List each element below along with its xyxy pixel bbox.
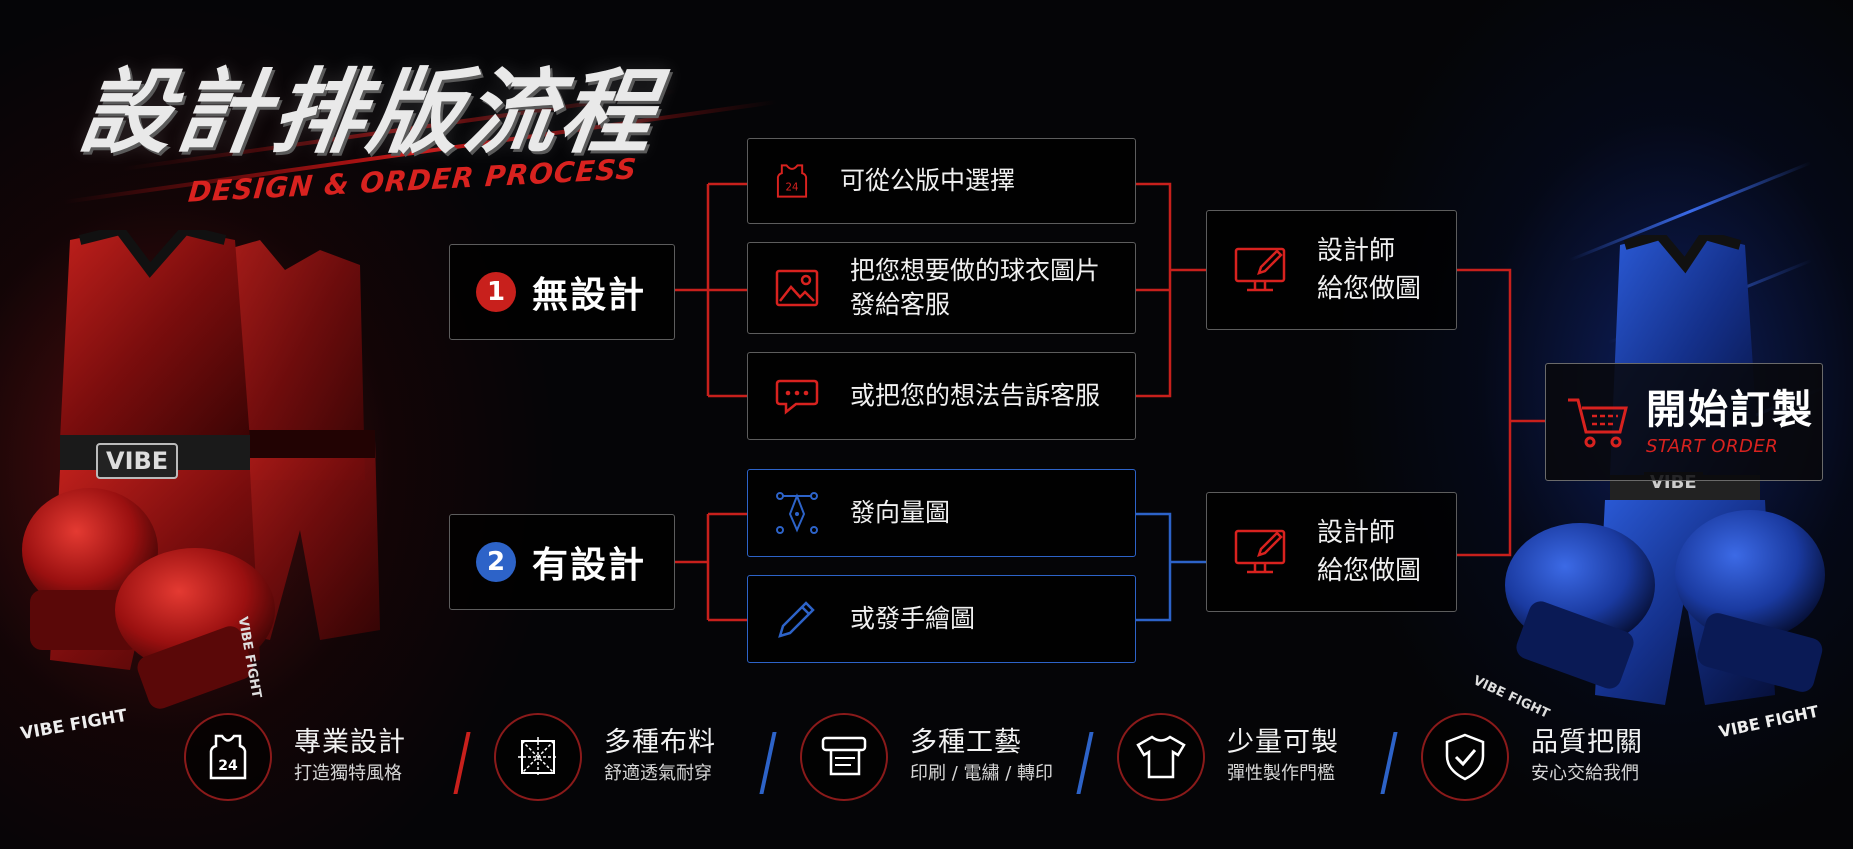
- vector-pen-icon: [776, 492, 818, 534]
- feature-subtitle: 印刷 / 電繡 / 轉印: [910, 763, 1054, 784]
- monitor-pen-icon: [1234, 529, 1286, 574]
- has-design-category: 2 有設計: [449, 514, 675, 610]
- designer-line2: 給您做圖: [1317, 274, 1422, 304]
- tshirt-icon: [1136, 735, 1186, 779]
- jersey-24-icon: 24: [209, 734, 247, 780]
- chat-bubble-icon: [775, 379, 819, 415]
- feature-title: 多種工藝: [910, 727, 1022, 758]
- option-send-sketch[interactable]: 或發手繪圖: [747, 575, 1136, 663]
- feature-icon-circle: 24: [184, 713, 272, 801]
- option-template-text: 可從公版中選擇: [840, 166, 1016, 195]
- start-order-label: 開始訂製: [1646, 386, 1814, 433]
- printing-icon: [821, 736, 867, 776]
- feature-small-batch: 少量可製 彈性製作門檻: [1117, 712, 1339, 802]
- pencil-icon: [778, 601, 815, 638]
- shopping-cart-icon: [1568, 398, 1628, 448]
- jersey-icon-number: 24: [786, 182, 799, 193]
- designer-line1: 設計師: [1317, 518, 1396, 548]
- designer-box-1: 設計師 給您做圖: [1206, 210, 1457, 330]
- option-send-image-line1: 把您想要做的球衣圖片: [850, 256, 1101, 285]
- start-order-sublabel: START ORDER: [1646, 435, 1779, 457]
- feature-crafts: 多種工藝 印刷 / 電繡 / 轉印: [800, 712, 1053, 802]
- step-number-badge: 2: [476, 542, 516, 582]
- option-send-image[interactable]: 把您想要做的球衣圖片 發給客服: [747, 242, 1136, 334]
- step-number-badge: 1: [476, 272, 516, 312]
- jersey-24-icon-number: 24: [218, 758, 238, 774]
- feature-icon-circle: [1117, 713, 1205, 801]
- feature-icon-circle: [800, 713, 888, 801]
- feature-subtitle: 彈性製作門檻: [1227, 763, 1335, 784]
- designer-line2: 給您做圖: [1317, 556, 1422, 586]
- designer-line1: 設計師: [1317, 236, 1396, 266]
- feature-title: 多種布料: [604, 727, 716, 758]
- option-tell-idea-text: 或把您的想法告訴客服: [850, 381, 1101, 410]
- feature-subtitle: 打造獨特風格: [294, 763, 402, 784]
- has-design-label: 有設計: [532, 545, 647, 586]
- option-template-select[interactable]: 24 可從公版中選擇: [747, 138, 1136, 224]
- option-send-vector[interactable]: 發向量圖: [747, 469, 1136, 557]
- shield-check-icon: [1445, 733, 1485, 781]
- feature-title: 專業設計: [294, 727, 406, 758]
- feature-icon-circle: [494, 713, 582, 801]
- designer-box-2: 設計師 給您做圖: [1206, 492, 1457, 612]
- fabric-icon: [518, 737, 558, 777]
- no-design-label: 無設計: [532, 275, 647, 316]
- feature-title: 少量可製: [1227, 727, 1339, 758]
- feature-subtitle: 舒適透氣耐穿: [604, 763, 712, 784]
- feature-subtitle: 安心交給我們: [1531, 763, 1639, 784]
- feature-quality: 品質把關 安心交給我們: [1421, 712, 1643, 802]
- feature-fabrics: 多種布料 舒適透氣耐穿: [494, 712, 716, 802]
- monitor-pen-icon: [1234, 247, 1286, 292]
- start-order-button[interactable]: 開始訂製 START ORDER: [1545, 363, 1823, 481]
- red-uniform-image: [22, 230, 380, 709]
- image-icon: [775, 269, 819, 307]
- feature-icon-circle: [1421, 713, 1509, 801]
- option-send-image-line2: 發給客服: [850, 290, 951, 319]
- feature-professional-design: 24 專業設計 打造獨特風格: [184, 712, 406, 802]
- feature-title: 品質把關: [1531, 727, 1643, 758]
- jersey-icon: 24: [776, 164, 808, 198]
- option-send-sketch-text: 或發手繪圖: [850, 604, 976, 633]
- red-uniform-brand-label: VIBE: [96, 443, 179, 479]
- option-tell-idea[interactable]: 或把您的想法告訴客服: [747, 352, 1136, 440]
- option-send-vector-text: 發向量圖: [850, 498, 951, 527]
- no-design-category: 1 無設計: [449, 244, 675, 340]
